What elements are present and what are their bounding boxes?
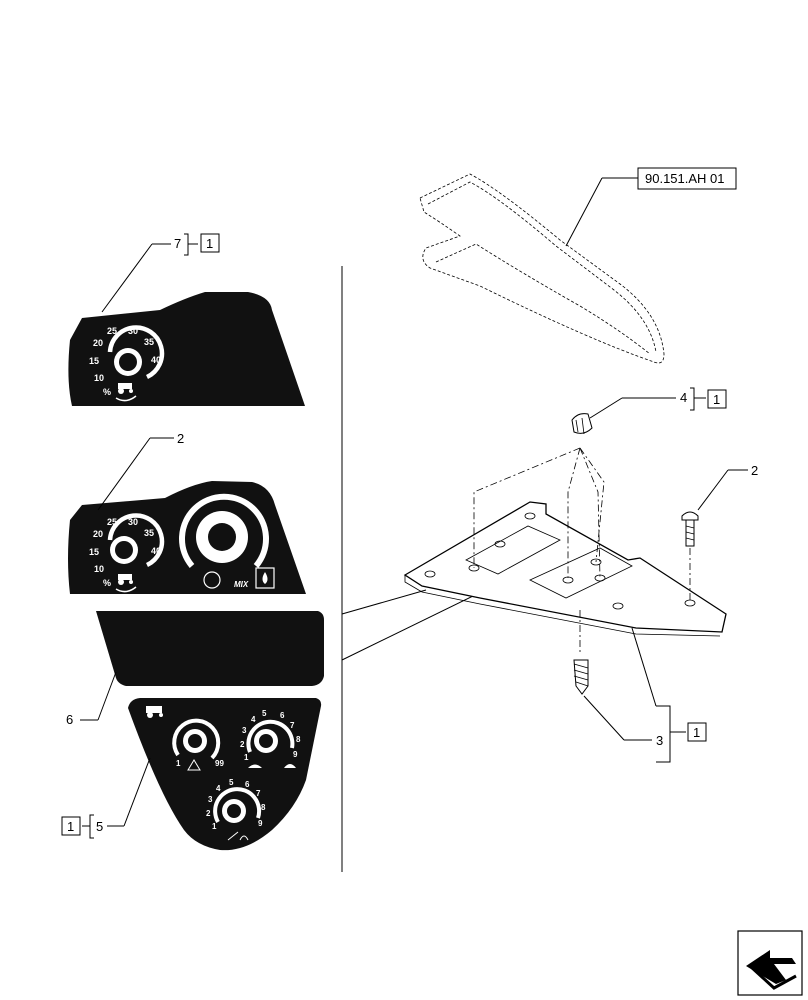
dial-a-min: 1 bbox=[176, 759, 181, 768]
cover-phantom bbox=[419, 173, 665, 364]
dial-b-1: 1 bbox=[244, 753, 249, 762]
tick-25: 25 bbox=[107, 517, 117, 527]
tick-10: 10 bbox=[94, 373, 104, 383]
hand-lever-icon bbox=[227, 831, 249, 841]
svg-text:2: 2 bbox=[751, 463, 758, 478]
svg-text:2: 2 bbox=[177, 431, 184, 446]
dial-c-1: 1 bbox=[212, 822, 217, 831]
dial-b-5: 5 bbox=[262, 709, 267, 718]
reference-callout: 90.151.AH 01 bbox=[565, 167, 737, 247]
bolt-part bbox=[681, 511, 699, 547]
reference-label: 90.151.AH 01 bbox=[645, 171, 725, 186]
tick-40: 40 bbox=[151, 355, 161, 365]
svg-text:5: 5 bbox=[96, 819, 103, 834]
water-drop-icon bbox=[255, 567, 275, 589]
decal-6 bbox=[96, 611, 324, 686]
dial-b-6: 6 bbox=[280, 711, 285, 720]
svg-text:4: 4 bbox=[680, 390, 687, 405]
decal-5: 1 99 1 2 3 4 5 6 7 8 9 1 2 3 4 5 6 7 8 9 bbox=[128, 698, 322, 851]
svg-text:7: 7 bbox=[174, 236, 181, 251]
svg-text:1: 1 bbox=[713, 392, 720, 407]
tick-40: 40 bbox=[151, 546, 161, 556]
tractor-icon bbox=[146, 706, 163, 718]
tick-15: 15 bbox=[89, 356, 99, 366]
mix-label: MIX bbox=[234, 580, 249, 589]
dial-c-6: 6 bbox=[245, 780, 250, 789]
percent-label: % bbox=[103, 387, 111, 397]
tick-35: 35 bbox=[144, 337, 154, 347]
dial-c-9: 9 bbox=[258, 819, 263, 828]
tick-30: 30 bbox=[128, 517, 138, 527]
dial-b-2: 2 bbox=[240, 740, 245, 749]
gauge-icon bbox=[203, 571, 221, 589]
screw-part bbox=[573, 659, 589, 695]
callout-2-right: 2 bbox=[697, 463, 758, 511]
callout-3: 3 1 bbox=[583, 627, 707, 763]
dial-b-3: 3 bbox=[242, 726, 247, 735]
turtle-icon bbox=[248, 764, 262, 768]
dial-c-4: 4 bbox=[216, 784, 221, 793]
dial-c-5: 5 bbox=[229, 778, 234, 787]
callout-6: 6 bbox=[66, 671, 117, 727]
dial-c-7: 7 bbox=[256, 789, 261, 798]
decal-7: 10 15 20 25 30 35 40 % bbox=[68, 292, 306, 406]
tractor-icon bbox=[118, 383, 133, 394]
tick-25: 25 bbox=[107, 326, 117, 336]
hand-lever-icon bbox=[187, 759, 201, 771]
tick-30: 30 bbox=[128, 326, 138, 336]
decal-2: 10 15 20 25 30 35 40 % MIX bbox=[68, 481, 306, 594]
dial-a-max: 99 bbox=[215, 759, 224, 768]
tick-20: 20 bbox=[93, 338, 103, 348]
dial-c-8: 8 bbox=[261, 803, 266, 812]
dial-c-2: 2 bbox=[206, 809, 211, 818]
dial-b-8: 8 bbox=[296, 735, 301, 744]
navigation-arrow-icon[interactable] bbox=[737, 930, 803, 996]
callout-5: 1 5 bbox=[61, 757, 151, 839]
dial-b-7: 7 bbox=[290, 721, 295, 730]
svg-text:1: 1 bbox=[693, 725, 700, 740]
knob-part bbox=[571, 413, 593, 435]
rotate-arrows-icon bbox=[115, 395, 137, 402]
callout-7: 7 1 bbox=[101, 233, 220, 313]
rabbit-icon bbox=[284, 764, 296, 768]
dial-b-9: 9 bbox=[293, 750, 298, 759]
svg-text:1: 1 bbox=[67, 819, 74, 834]
percent-label: % bbox=[103, 578, 111, 588]
tractor-icon bbox=[118, 574, 133, 585]
tick-10: 10 bbox=[94, 564, 104, 574]
tick-15: 15 bbox=[89, 547, 99, 557]
dial-c-3: 3 bbox=[208, 795, 213, 804]
svg-text:1: 1 bbox=[206, 236, 213, 251]
tick-20: 20 bbox=[93, 529, 103, 539]
svg-text:6: 6 bbox=[66, 712, 73, 727]
callout-2-left: 2 bbox=[97, 431, 184, 511]
callout-4: 4 1 bbox=[589, 387, 727, 419]
rotate-arrows-icon bbox=[115, 586, 137, 593]
svg-text:3: 3 bbox=[656, 733, 663, 748]
bracket-plate bbox=[403, 501, 727, 637]
tick-35: 35 bbox=[144, 528, 154, 538]
dial-b-4: 4 bbox=[251, 715, 256, 724]
